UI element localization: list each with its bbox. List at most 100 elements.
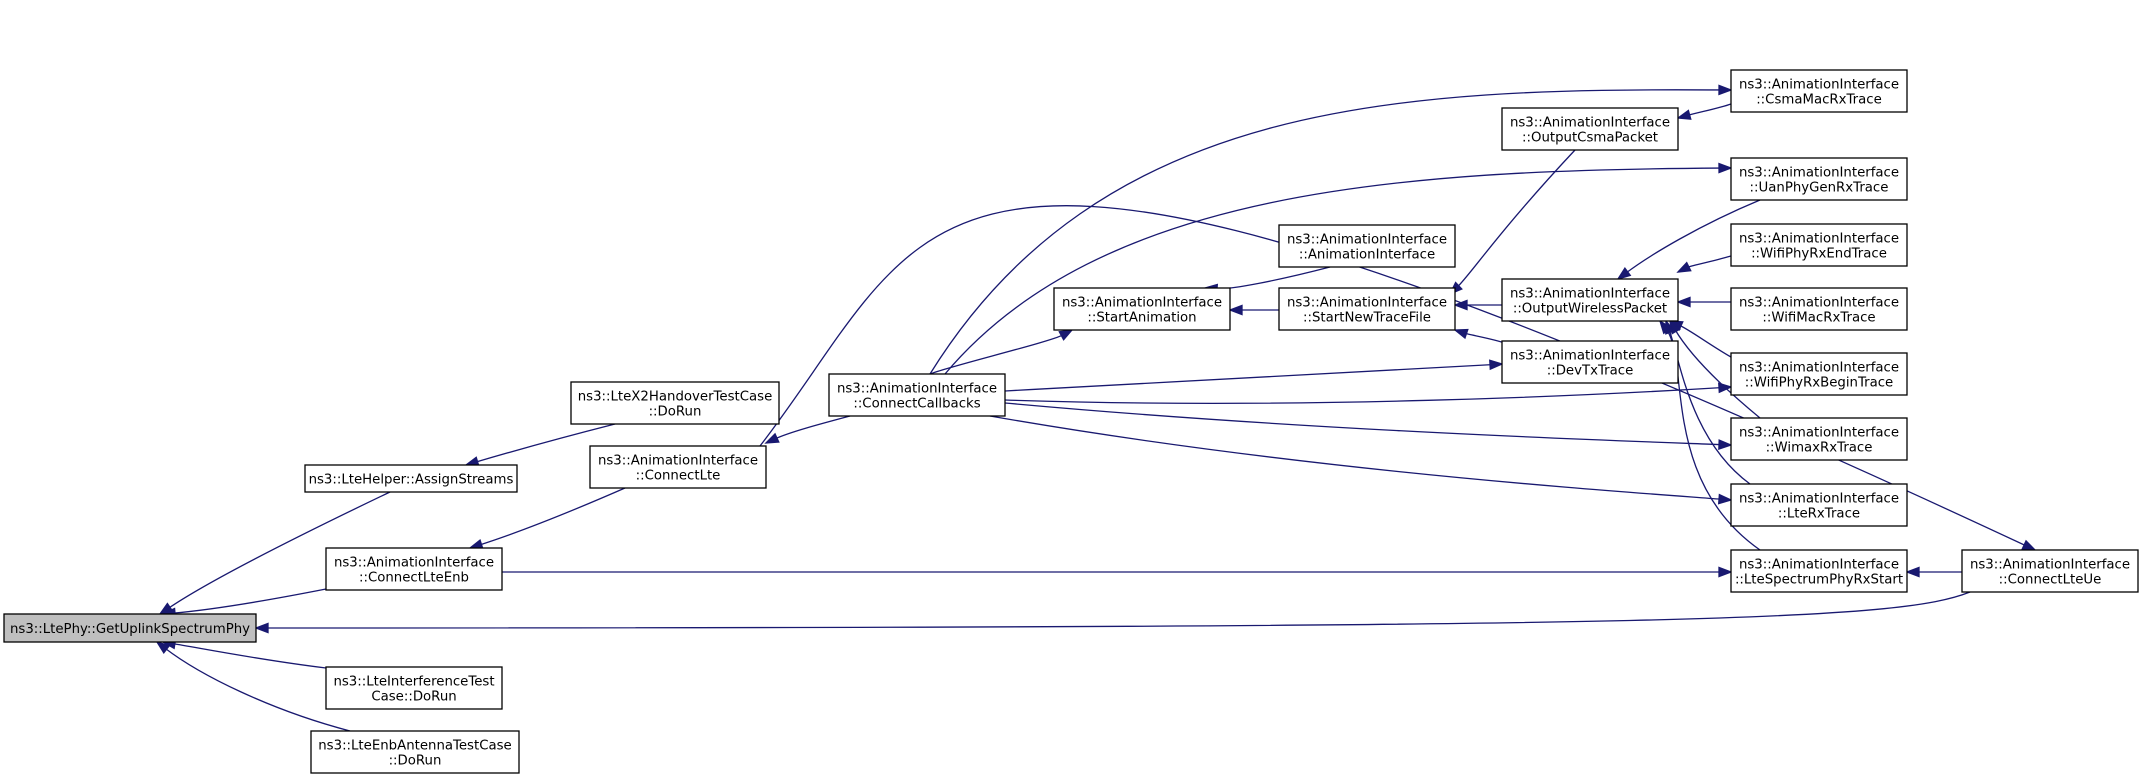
node-label-line: ns3::AnimationInterface (1739, 232, 1899, 247)
node-x2[interactable]: ns3::LteX2HandoverTestCase::DoRun (570, 381, 780, 425)
edge-arrowhead (1718, 439, 1733, 450)
node-box (325, 666, 503, 710)
edge-arrowhead (1489, 359, 1504, 371)
node-box (1501, 278, 1679, 322)
edge-antenna-to-root (155, 640, 351, 732)
edge-arrowhead (1228, 304, 1243, 316)
node-label-line: ::LteRxTrace (1778, 507, 1860, 522)
node-label-line: ns3::AnimationInterface (1287, 233, 1447, 248)
node-label-line: ns3::AnimationInterface (1739, 166, 1899, 181)
edge-uanPhy-to-wirelessPacket (1616, 199, 1761, 281)
node-connectLteEnb[interactable]: ns3::AnimationInterface::ConnectLteEnb (325, 547, 503, 591)
edge-arrowhead (1616, 267, 1632, 281)
edge-arrowhead (2021, 539, 2037, 551)
edge-line (172, 642, 327, 669)
edge-csmaMac-to-csmaPacket (1676, 103, 1732, 120)
node-wifiRxBegin[interactable]: ns3::AnimationInterface::WifiPhyRxBeginT… (1730, 352, 1908, 396)
node-box (1730, 287, 1908, 331)
node-uanPhy[interactable]: ns3::AnimationInterface::UanPhyGenRxTrac… (1730, 157, 1908, 201)
edge-line (1678, 324, 1732, 358)
node-label-line: ns3::AnimationInterface (1739, 426, 1899, 441)
edge-line (475, 423, 616, 463)
node-label-line: ns3::AnimationInterface (1062, 296, 1222, 311)
edge-arrowhead (1905, 566, 1920, 578)
edge-arrowhead (1453, 328, 1469, 340)
edge-arrowhead (1717, 493, 1733, 505)
node-box (1053, 287, 1231, 331)
node-label-line: ns3::AnimationInterface (1510, 116, 1670, 131)
node-devTx[interactable]: ns3::AnimationInterface::DevTxTrace (1501, 340, 1679, 384)
node-box (1501, 340, 1679, 384)
node-ctor[interactable]: ns3::AnimationInterface::AnimationInterf… (1278, 224, 1456, 268)
edge-line (1456, 149, 1576, 288)
edge-wirelessPacket-to-newTrace (1453, 299, 1502, 311)
node-label-line: ns3::AnimationInterface (1739, 361, 1899, 376)
node-connectLte[interactable]: ns3::AnimationInterface::ConnectLte (589, 445, 767, 489)
edge-connectLteEnb-to-root (161, 588, 327, 619)
edge-line (1004, 363, 1493, 392)
node-label-line: ns3::AnimationInterface (1970, 558, 2130, 573)
node-box (589, 445, 767, 489)
edge-arrowhead (1676, 261, 1692, 273)
node-box (570, 381, 780, 425)
node-label-line: ::ConnectLte (636, 469, 721, 484)
node-label-line: ns3::LtePhy::GetUplinkSpectrumPhy (10, 622, 250, 637)
node-wirelessPacket[interactable]: ns3::AnimationInterface::OutputWirelessP… (1501, 278, 1679, 322)
node-box (1278, 287, 1456, 331)
edge-line (265, 591, 1971, 629)
edge-callbacks-to-startAnim (929, 329, 1074, 375)
node-newTrace[interactable]: ns3::AnimationInterface::StartNewTraceFi… (1278, 287, 1456, 331)
node-wifiMac[interactable]: ns3::AnimationInterface::WifiMacRxTrace (1730, 287, 1908, 331)
edge-line (1686, 255, 1732, 269)
node-lteRx[interactable]: ns3::AnimationInterface::LteRxTrace (1730, 483, 1908, 527)
node-callbacks[interactable]: ns3::AnimationInterface::ConnectCallback… (828, 373, 1006, 417)
node-label-line: ::ConnectCallbacks (853, 397, 980, 412)
node-wimax[interactable]: ns3::AnimationInterface::WimaxRxTrace (1730, 417, 1908, 461)
node-label-line: ::CsmaMacRxTrace (1756, 93, 1882, 108)
edge-line (929, 334, 1064, 375)
edge-arrowhead (1718, 566, 1733, 578)
node-box (1730, 417, 1908, 461)
node-assign[interactable]: ns3::LteHelper::AssignStreams (304, 464, 518, 493)
node-box (325, 547, 503, 591)
node-label-line: ns3::AnimationInterface (1739, 78, 1899, 93)
node-label-line: ::DoRun (389, 754, 442, 769)
node-csmaMac[interactable]: ns3::AnimationInterface::CsmaMacRxTrace (1730, 69, 1908, 113)
edge-callbacks-to-wifiRxBegin (1004, 382, 1733, 404)
node-connectLteUe[interactable]: ns3::AnimationInterface::ConnectLteUe (1961, 549, 2139, 593)
edge-arrowhead (155, 640, 171, 655)
node-box (1730, 223, 1908, 267)
node-root[interactable]: ns3::LtePhy::GetUplinkSpectrumPhy (3, 613, 257, 643)
node-label-line: ::DevTxTrace (1547, 364, 1634, 379)
node-startAnim[interactable]: ns3::AnimationInterface::StartAnimation (1053, 287, 1231, 331)
node-label-line: ::StartNewTraceFile (1303, 311, 1431, 326)
edge-line (1004, 402, 1722, 446)
node-label-line: ::OutputWirelessPacket (1513, 302, 1667, 317)
edge-arrowhead (1676, 296, 1691, 308)
node-antenna[interactable]: ns3::LteEnbAntennaTestCase::DoRun (310, 730, 520, 774)
node-wifiRxEnd[interactable]: ns3::AnimationInterface::WifiPhyRxEndTra… (1730, 223, 1908, 267)
node-label-line: ns3::LteInterferenceTest (333, 675, 494, 690)
node-label-line: ns3::AnimationInterface (1510, 287, 1670, 302)
node-label-line: ::WimaxRxTrace (1766, 441, 1873, 456)
node-label-line: ns3::LteEnbAntennaTestCase (318, 739, 512, 754)
node-label-line: ::WifiMacRxTrace (1762, 311, 1875, 326)
node-box (1730, 157, 1908, 201)
edge-arrowhead (1718, 84, 1733, 96)
edge-line (944, 167, 1722, 375)
node-csmaPacket[interactable]: ns3::AnimationInterface::OutputCsmaPacke… (1501, 107, 1679, 151)
node-label-line: ns3::AnimationInterface (837, 382, 997, 397)
node-label-line: ::DoRun (649, 405, 702, 420)
edge-arrowhead (1676, 109, 1692, 120)
edge-arrowhead (1058, 329, 1074, 341)
node-lteSpectrum[interactable]: ns3::AnimationInterface::LteSpectrumPhyR… (1730, 549, 1908, 593)
node-label-line: ns3::AnimationInterface (1739, 296, 1899, 311)
edge-wifiRxBegin-to-wirelessPacket (1668, 320, 1732, 358)
node-label-line: ::ConnectLteUe (1999, 573, 2102, 588)
edge-connectLteEnb-to-lteSpectrum (501, 566, 1733, 578)
node-box (1501, 107, 1679, 151)
node-box (828, 373, 1006, 417)
edge-line (929, 89, 1722, 375)
